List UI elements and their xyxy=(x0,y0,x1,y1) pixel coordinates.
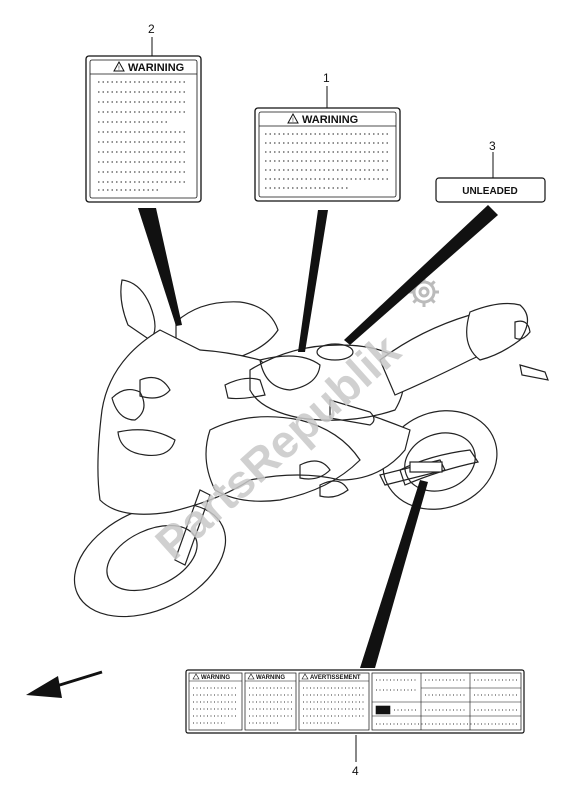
pointer-label-1 xyxy=(298,210,328,352)
label1-fine-print xyxy=(265,133,390,189)
front-arrow-icon xyxy=(26,670,103,698)
callout-4: 4 xyxy=(352,764,359,778)
mirror xyxy=(120,279,156,341)
warning-triangle-icon xyxy=(287,112,299,124)
handlebar-left xyxy=(224,377,266,400)
label4-grid-panel xyxy=(372,673,521,730)
tail-section xyxy=(466,302,529,361)
handlebar-right xyxy=(329,399,375,426)
rear-rim xyxy=(404,432,476,492)
side-vent-1 xyxy=(299,460,331,480)
label2-fine-print xyxy=(98,81,188,191)
tail-light xyxy=(514,320,531,340)
rear-wheel xyxy=(382,410,498,510)
callout-3: 3 xyxy=(489,139,496,153)
label4-header-1: WARNING xyxy=(201,675,230,681)
pointer-label-4 xyxy=(360,480,428,668)
callout-2: 2 xyxy=(148,22,155,36)
warning-triangle-icon xyxy=(301,673,309,680)
warning-triangle-icon xyxy=(192,673,200,680)
motorcycle xyxy=(73,279,549,618)
warning-triangle-icon xyxy=(247,673,255,680)
fuel-cap xyxy=(316,343,354,361)
fairing-vent xyxy=(139,377,171,399)
svg-text:!: ! xyxy=(118,66,120,72)
headlight-center xyxy=(117,429,176,457)
warning-label-1: ! WARINING xyxy=(254,107,401,202)
side-vent-2 xyxy=(319,480,349,498)
rear-label-spot xyxy=(409,461,443,473)
pointers xyxy=(138,205,498,668)
label4-fine-print xyxy=(193,687,365,724)
label2-header: WARINING xyxy=(128,62,184,74)
label4-header-3: AVERTISSEMENT xyxy=(310,675,361,681)
front-rim xyxy=(106,524,198,592)
callout-1: 1 xyxy=(323,71,330,85)
svg-text:!: ! xyxy=(292,118,294,124)
front-wheel xyxy=(73,502,227,618)
warning-triangle-icon xyxy=(113,60,125,72)
rear-turn-signal xyxy=(519,364,549,381)
exhaust xyxy=(399,449,479,486)
leaders xyxy=(151,37,494,762)
pointer-label-3 xyxy=(344,205,498,345)
label4-header-2: WARNING xyxy=(256,675,285,681)
multi-warning-label-4: WARNING WARNING AVERTISSEMENT xyxy=(185,669,525,734)
warning-label-2: ! WARINING xyxy=(85,55,202,203)
front-fork xyxy=(174,489,211,566)
label3-text: UNLEADED xyxy=(462,186,518,197)
pointer-label-2 xyxy=(138,208,182,326)
headlight-left xyxy=(111,388,145,421)
tank-panel xyxy=(259,355,321,391)
unleaded-label-3: UNLEADED xyxy=(435,177,546,203)
label1-header: WARINING xyxy=(302,114,358,126)
